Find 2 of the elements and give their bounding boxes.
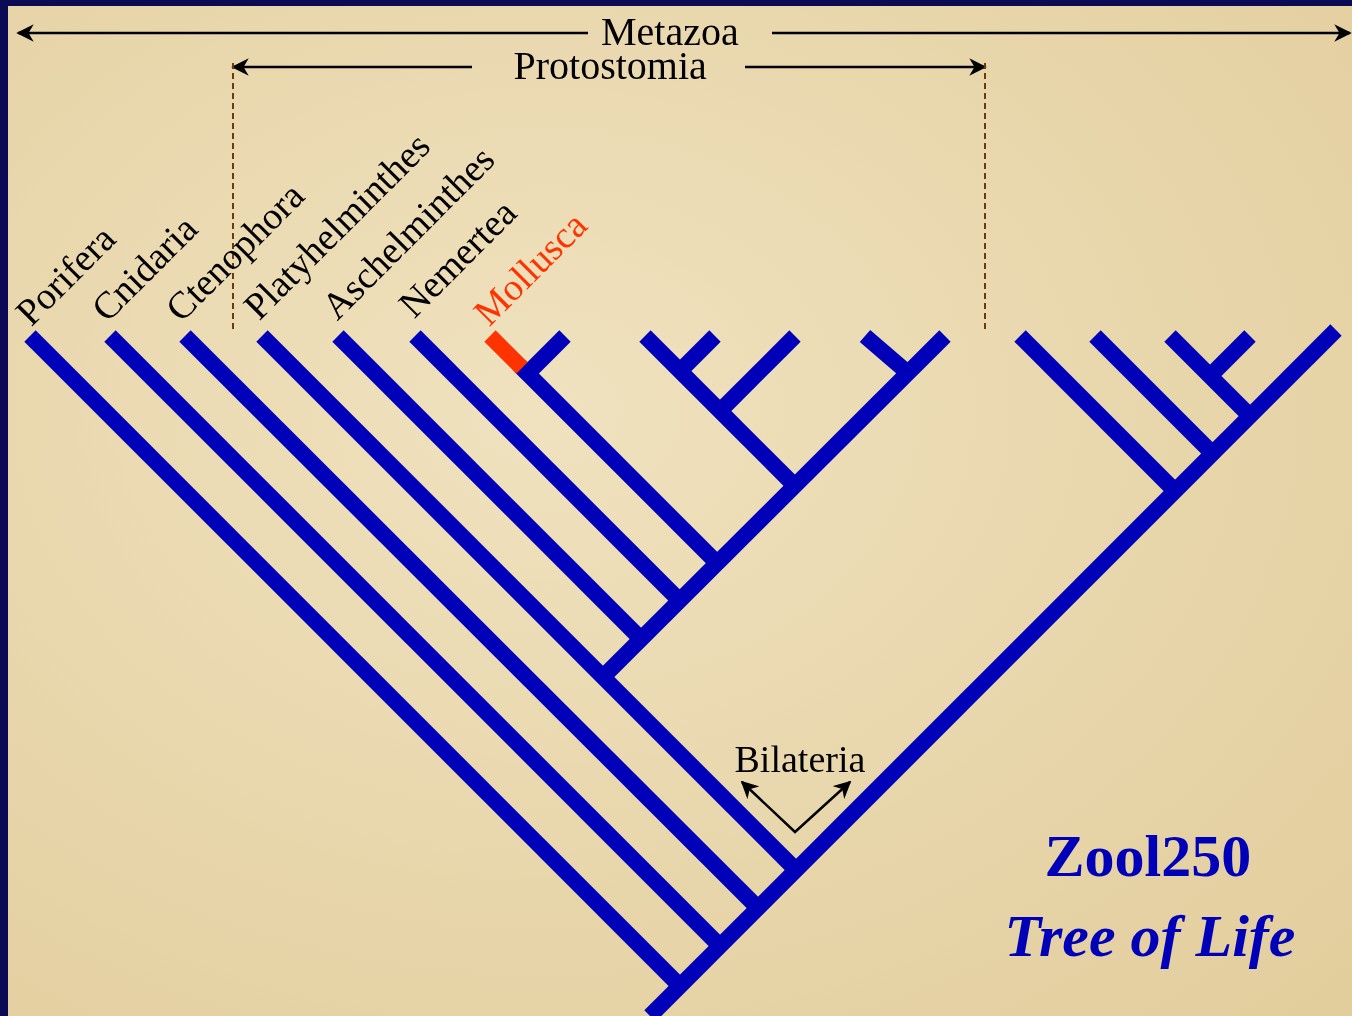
clade-label: Bilateria (734, 740, 866, 778)
title-text: Zool250 (1044, 826, 1252, 886)
